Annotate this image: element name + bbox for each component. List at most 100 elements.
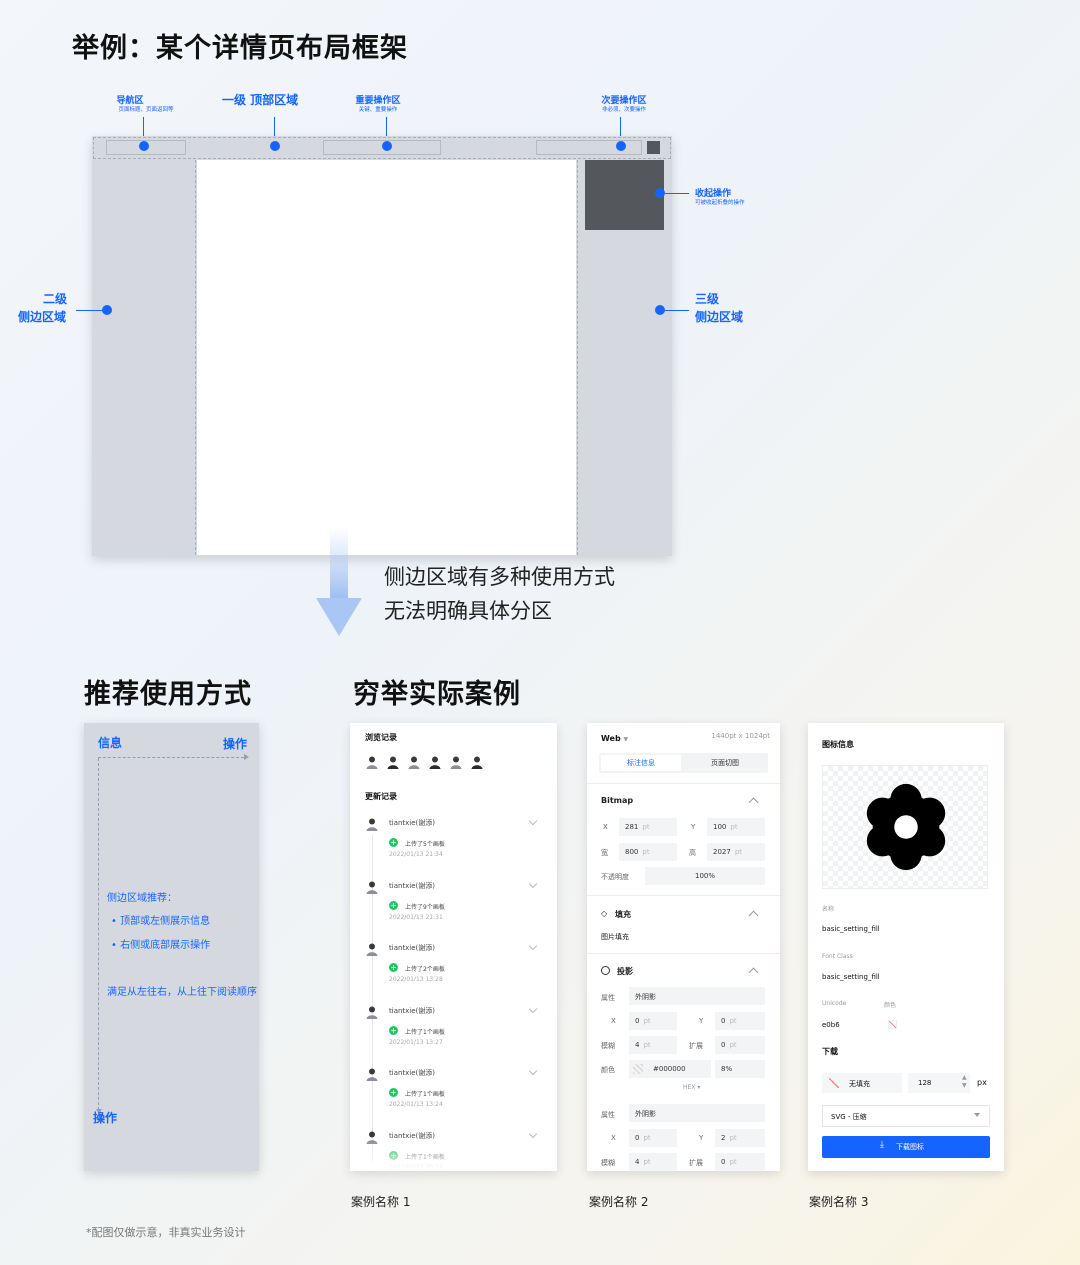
left-side-label-2: 侧边区域 [18,310,67,324]
nav-block [106,140,186,155]
case-card-3: 图标信息 名称 basic_setting_fill Font Class ba… [808,723,1004,1171]
shadow-color-field[interactable]: #000000 [629,1060,711,1078]
top-area-label: 一级 顶部区域 [222,93,299,107]
avatar [365,1004,379,1019]
stepper-arrows-icon[interactable]: ▲▼ [962,1074,967,1089]
left-side-region [93,160,196,555]
arrow-down-icon [96,1109,102,1114]
small-dark-block [647,141,660,154]
avatar[interactable] [428,754,442,769]
update-history-title: 更新记录 [365,792,397,801]
chevron-down-icon[interactable] [528,941,538,951]
top-bar-region [93,137,671,159]
avatar[interactable] [407,754,421,769]
rec-info-label: 信息 [98,736,123,750]
fontclass-value: basic_setting_fill [822,973,880,981]
collapse-chevron-icon[interactable] [748,910,759,921]
browse-history-title: 浏览记录 [365,733,397,742]
rec-action-top-label: 操作 [223,737,248,751]
update-time: 2022/01/13 21:34 [389,851,443,858]
shadow-alpha-field[interactable]: 8% [715,1060,765,1078]
right-side-label-1: 三级 [695,292,720,306]
fill-select[interactable]: 无填充 [822,1073,902,1093]
fill-section-title: 填充 [615,910,631,919]
chevron-down-icon[interactable] [528,1066,538,1076]
chevron-down-icon[interactable] [528,879,538,888]
avatar[interactable] [365,754,379,769]
cases-title: 穷举实际案例 [353,679,521,710]
hex-selector[interactable]: HEX ▾ [683,1084,701,1091]
update-action: 上传了9个画板 [405,903,445,911]
fill-bucket-icon: ◇ [601,909,608,918]
collapse-label: 收起操作 [695,189,732,199]
shadow-type-field[interactable]: 外阴影 [629,987,765,1005]
rec-action-bottom-label: 操作 [93,1111,118,1125]
important-ops-label: 重要操作区 [355,96,401,106]
nav-label: 导航区 [116,96,144,106]
px-unit: px [977,1078,987,1087]
secondary-ops-sublabel: 非必须、次要操作 [601,107,646,113]
avatar[interactable] [470,754,484,769]
opacity-field[interactable]: 100% [645,867,765,885]
secondary-ops-label: 次要操作区 [601,96,647,106]
avatar [365,941,379,956]
size-stepper[interactable]: 128 [908,1073,970,1093]
collapse-sublabel: 可被收起折叠的操作 [695,200,745,206]
case-name-3: 案例名称 3 [809,1195,869,1209]
platform-selector[interactable]: Web ▼ [601,734,629,743]
upload-icon: + [389,838,398,847]
update-action: 上传了1个画板 [405,1028,445,1036]
download-icon: ⤓ [880,1140,884,1150]
caret-down-icon [974,1113,980,1117]
arrow-right-icon [244,754,249,760]
format-select[interactable]: SVG - 压缩 [822,1105,990,1127]
collapse-chevron-icon[interactable] [748,797,759,808]
left-side-label-1: 二级 [42,292,67,306]
update-time: 2022/01/13 13:28 [389,976,443,983]
avatar[interactable] [386,754,400,769]
fontclass-label: Font Class [822,953,853,960]
name-label: 名称 [822,906,835,913]
avatar[interactable] [449,754,463,769]
chevron-down-icon[interactable] [528,1129,538,1138]
update-action: 上传了5个画板 [405,841,445,848]
update-user: tiantxie(谢添) [389,1069,436,1077]
name-value: basic_setting_fill [822,925,880,933]
no-color-swatch[interactable] [888,1020,897,1029]
avatar [365,879,379,894]
download-icon-button[interactable]: ⤓ 下载图标 [822,1136,990,1158]
shadow2-type-field[interactable]: 外阴影 [629,1104,765,1122]
tab-slices[interactable]: 页面切图 [711,759,739,767]
right-side-region [577,160,671,555]
tab-annotation[interactable]: 标注信息 [601,755,681,771]
update-user: tiantxie(谢添) [389,944,436,952]
update-user: tiantxie(谢添) [389,1006,436,1015]
rec-tip-3: 满足从左往右，从上往下阅读顺序 [107,987,257,998]
collapse-chevron-icon[interactable] [748,967,759,978]
update-time: 2022/01/13 13:24 [389,1101,443,1108]
chevron-down-icon[interactable] [528,816,538,826]
upload-icon: + [389,900,398,910]
bitmap-section-title: Bitmap [601,796,634,805]
color-swatch[interactable] [633,1064,643,1074]
gear-icon [866,783,946,871]
chevron-down-icon[interactable] [528,1004,538,1013]
update-action: 上传了2个画板 [405,966,445,973]
